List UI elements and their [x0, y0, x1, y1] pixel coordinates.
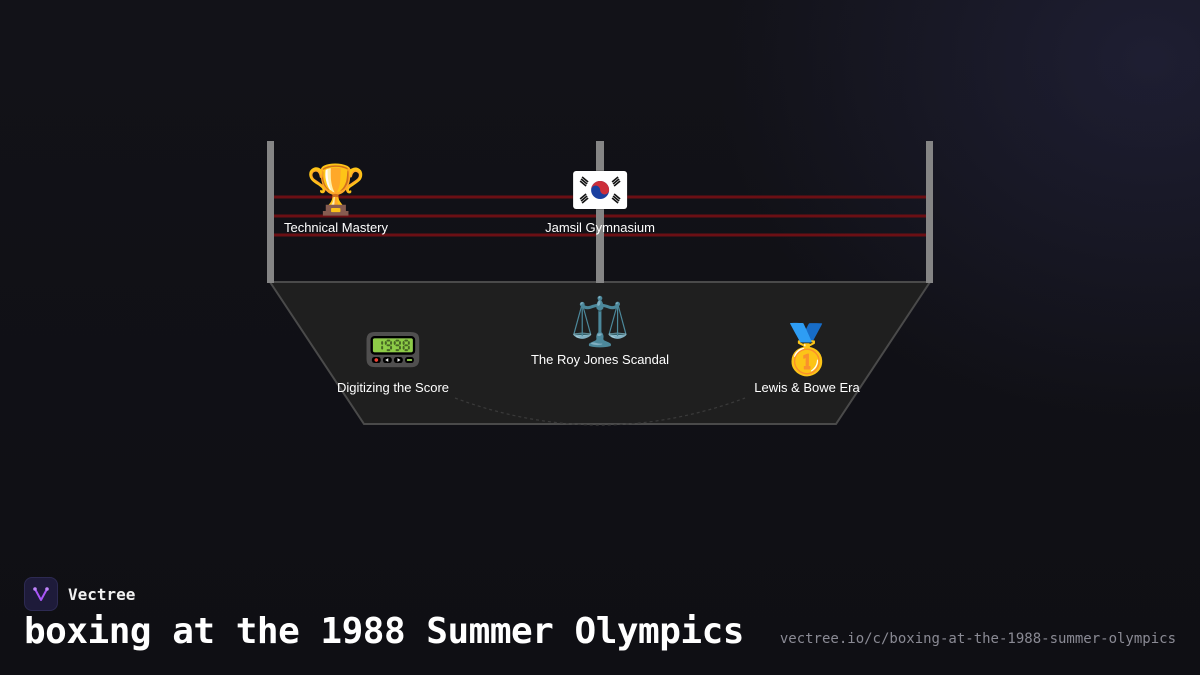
footer: Vectree boxing at the 1988 Summer Olympi…: [24, 575, 1176, 675]
brand[interactable]: Vectree: [24, 577, 135, 611]
node-jamsil-gymnasium[interactable]: Jamsil Gymnasium: [545, 162, 655, 235]
ring-floor: [268, 281, 932, 425]
node-label: Technical Mastery: [283, 220, 389, 235]
ring-post-center: [596, 141, 604, 283]
node-label: Jamsil Gymnasium: [545, 220, 655, 235]
ring-post-right: [926, 141, 933, 283]
node-label: Digitizing the Score: [337, 380, 449, 395]
ring-post-left: [267, 141, 274, 283]
node-lewis-bowe-era[interactable]: 🥇 Lewis & Bowe Era: [754, 322, 860, 395]
node-digitizing-the-score[interactable]: 📟 Digitizing the Score: [337, 322, 449, 395]
trophy-icon: 🏆: [306, 162, 366, 218]
page-title: boxing at the 1988 Summer Olympics: [24, 611, 744, 652]
south-korea-flag-icon: [572, 171, 627, 209]
page-url[interactable]: vectree.io/c/boxing-at-the-1988-summer-o…: [779, 631, 1176, 647]
node-label: Lewis & Bowe Era: [754, 380, 860, 395]
node-roy-jones-scandal[interactable]: ⚖️ The Roy Jones Scandal: [531, 294, 669, 367]
vectree-logo-icon: [24, 577, 58, 611]
scales-icon: ⚖️: [570, 294, 630, 350]
node-technical-mastery[interactable]: 🏆 Technical Mastery: [284, 162, 388, 235]
gold-medal-icon: 🥇: [777, 322, 837, 378]
node-label: The Roy Jones Scandal: [530, 352, 670, 367]
brand-name: Vectree: [68, 584, 136, 604]
pager-icon: 📟: [363, 322, 423, 378]
